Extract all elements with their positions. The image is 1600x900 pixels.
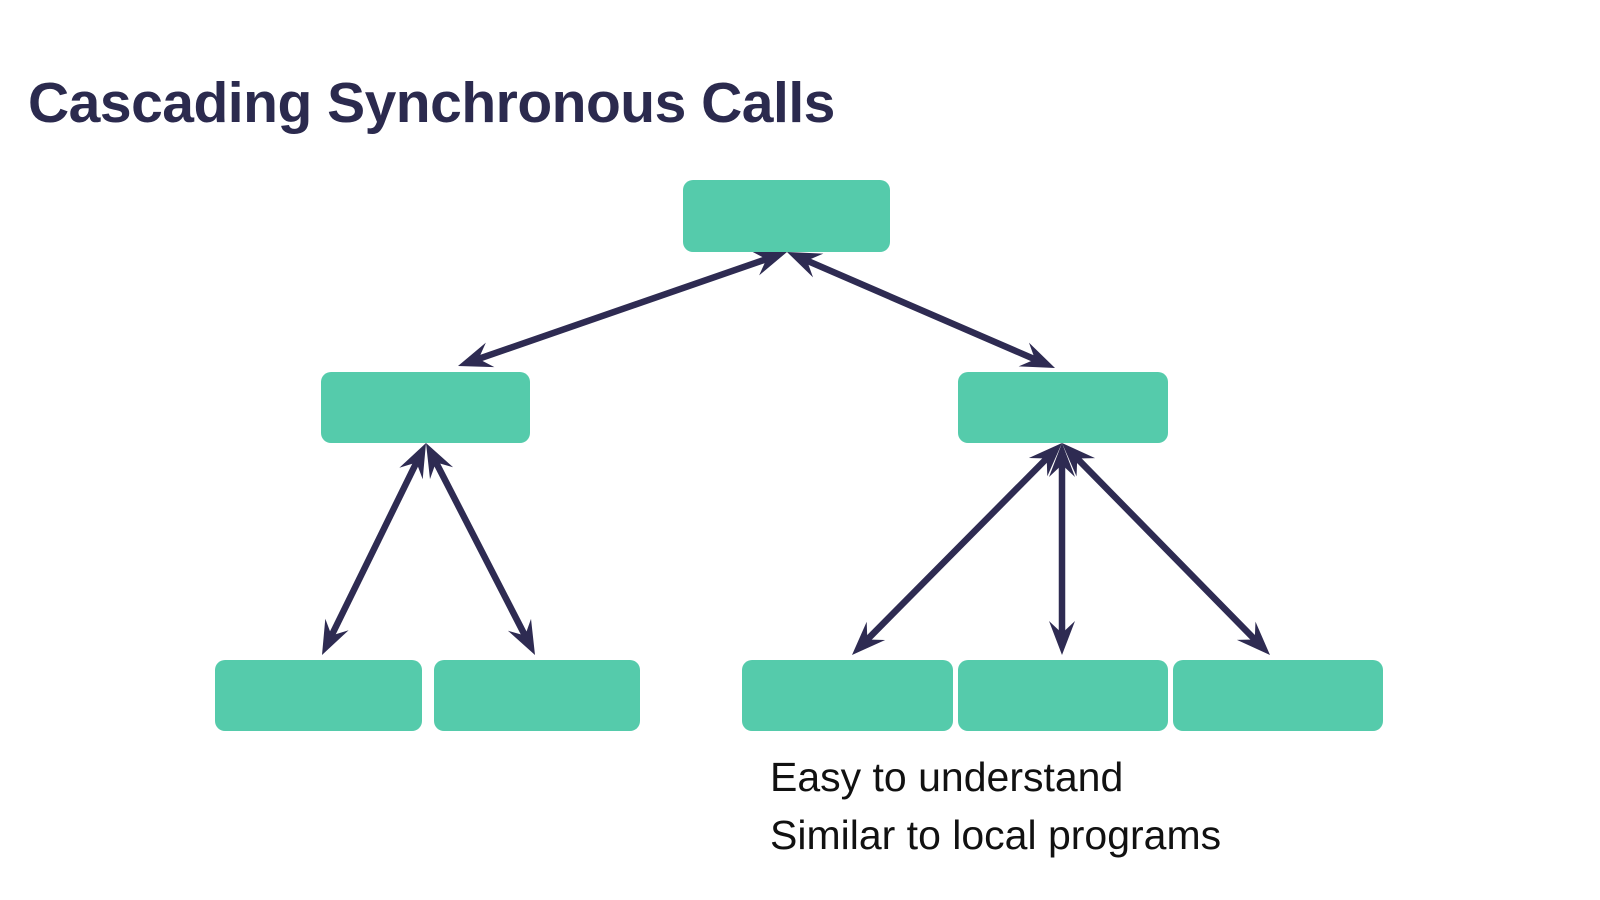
caption-line-1: Easy to understand xyxy=(770,754,1124,800)
node-leaf-r2[interactable] xyxy=(958,660,1168,731)
node-leaf-r3[interactable] xyxy=(1173,660,1383,731)
edge-midleft-leafl1-shaft xyxy=(324,452,424,646)
edge-midright-leafr3-arrowhead-end-icon xyxy=(1236,621,1270,655)
edge-midright-leafr1-arrowhead-end-icon xyxy=(852,621,886,655)
node-root[interactable] xyxy=(683,180,890,252)
edge-midright-leafr1 xyxy=(852,443,1062,655)
node-mid-left[interactable] xyxy=(321,372,530,443)
edge-midleft-leafl1-arrowhead-end-icon xyxy=(322,618,349,655)
edge-midleft-leafl1 xyxy=(322,443,426,655)
edge-midright-leafr2-arrowhead-end-icon xyxy=(1049,621,1075,655)
edge-midright-leafr2 xyxy=(1049,443,1075,655)
edge-root-midright xyxy=(787,252,1055,368)
edge-root-midright-arrowhead-start-icon xyxy=(787,252,824,278)
edge-midleft-leafl2-arrowhead-end-icon xyxy=(507,618,535,655)
edge-midright-leafr1-arrowhead-start-icon xyxy=(1028,443,1062,477)
node-leaf-r1[interactable] xyxy=(742,660,953,731)
edge-root-midright-arrowhead-end-icon xyxy=(1018,342,1055,368)
edge-midleft-leafl2-shaft xyxy=(428,452,533,646)
page-title: Cascading Synchronous Calls xyxy=(28,71,835,135)
edge-midright-leafr3-arrowhead-start-icon xyxy=(1062,443,1096,477)
caption-line-2: Similar to local programs xyxy=(770,812,1222,859)
edge-midright-leafr3-shaft xyxy=(1068,449,1264,649)
node-leaf-l2[interactable] xyxy=(434,660,640,731)
edge-midleft-leafl2 xyxy=(426,443,535,655)
edge-midright-leafr3 xyxy=(1062,443,1270,655)
edge-midright-leafr2-arrowhead-start-icon xyxy=(1049,443,1075,477)
caption-block: Easy to understand Similar to local prog… xyxy=(770,748,1221,864)
edge-root-midright-shaft xyxy=(796,253,1046,367)
node-leaf-l1[interactable] xyxy=(215,660,422,731)
edge-midright-leafr1-shaft xyxy=(858,449,1056,649)
edge-root-midleft xyxy=(458,250,787,368)
node-mid-right[interactable] xyxy=(958,372,1168,443)
edge-midleft-leafl1-arrowhead-start-icon xyxy=(399,443,426,480)
edge-root-midleft-shaft xyxy=(468,252,777,366)
edge-midleft-leafl2-arrowhead-start-icon xyxy=(426,443,454,480)
edge-root-midleft-arrowhead-start-icon xyxy=(750,250,787,276)
edge-root-midleft-arrowhead-end-icon xyxy=(458,342,495,368)
